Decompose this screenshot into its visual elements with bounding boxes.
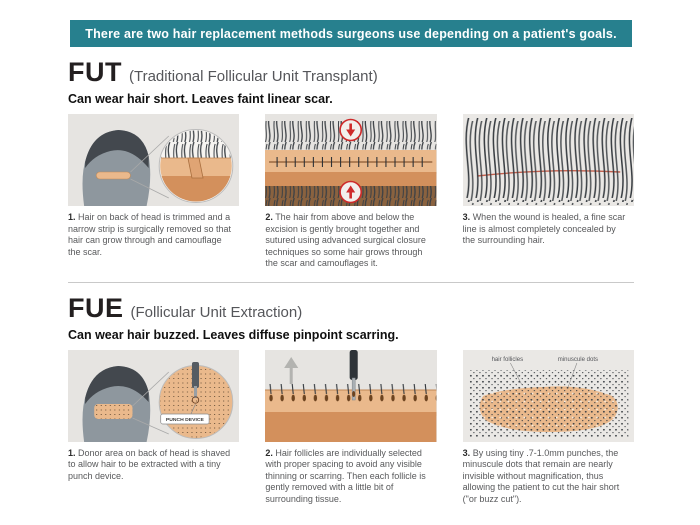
fue-step2-panel xyxy=(265,349,437,442)
hair-follicles-label: hair follicles xyxy=(491,357,523,363)
banner: There are two hair replacement methods s… xyxy=(70,20,632,47)
fue-section: FUE (Follicular Unit Extraction) Can wea… xyxy=(68,293,634,506)
fue-step1-caption: 1. Donor area on back of head is shaved … xyxy=(68,448,239,483)
fue-step3-column: hair follicles minuscule dots 3. By usin… xyxy=(462,349,634,506)
step-text: By using tiny .7-1.0mm punches, the minu… xyxy=(462,447,620,504)
fue-step3-caption: 3. By using tiny .7-1.0mm punches, the m… xyxy=(463,448,634,506)
fut-step1-column: 1. Hair on back of head is trimmed and a… xyxy=(68,114,240,270)
fue-step1-panel: PUNCH DEVICE xyxy=(68,349,240,442)
step-number: 1. xyxy=(68,447,76,458)
punch-device xyxy=(191,361,200,404)
punch-device-label-text: PUNCH DEVICE xyxy=(166,417,205,423)
fue-step3-illustration: hair follicles minuscule dots xyxy=(462,349,634,442)
fut-step1-panel xyxy=(68,114,240,206)
fue-step1-column: PUNCH DEVICE 1. Donor area on back of he… xyxy=(68,349,240,506)
fut-step1-illustration xyxy=(68,114,240,206)
step-number: 3. xyxy=(462,212,471,222)
fut-step2-caption: 2. The hair from above and below the exc… xyxy=(265,212,436,270)
fue-step2-caption: 2. Hair follicles are individually selec… xyxy=(265,448,436,506)
fut-step3-panel xyxy=(462,114,634,206)
fue-acronym: FUE xyxy=(68,292,124,323)
fut-heading: FUT (Traditional Follicular Unit Transpl… xyxy=(68,57,634,88)
fut-section: FUT (Traditional Follicular Unit Transpl… xyxy=(68,57,634,270)
sutures xyxy=(276,157,424,167)
extracted-follicle xyxy=(352,390,356,397)
step-text: Hair follicles are individually selected… xyxy=(265,447,426,504)
fue-step3-panel: hair follicles minuscule dots xyxy=(462,349,634,442)
red-arrow-down-icon xyxy=(339,118,363,142)
fut-step1-caption: 1. Hair on back of head is trimmed and a… xyxy=(68,212,239,258)
fue-grid: PUNCH DEVICE 1. Donor area on back of he… xyxy=(68,349,634,506)
punch-device-label: PUNCH DEVICE xyxy=(160,403,210,424)
content: FUT (Traditional Follicular Unit Transpl… xyxy=(0,57,700,505)
punch-tool xyxy=(349,349,359,400)
fut-grid: 1. Hair on back of head is trimmed and a… xyxy=(68,114,634,270)
extraction-arrow-icon xyxy=(284,356,299,384)
step-number: 1. xyxy=(68,212,76,222)
head-hair xyxy=(85,365,149,404)
step-text: When the wound is healed, a fine scar li… xyxy=(462,212,626,246)
minuscule-dots-label: minuscule dots xyxy=(557,357,597,363)
fue-full-name: (Follicular Unit Extraction) xyxy=(130,303,303,321)
fue-heading: FUE (Follicular Unit Extraction) xyxy=(68,293,634,324)
step-number: 2. xyxy=(265,212,273,222)
fut-step2-panel xyxy=(265,114,437,206)
step-text: Donor area on back of head is shaved to … xyxy=(68,447,231,481)
fut-step3-caption: 3. When the wound is healed, a fine scar… xyxy=(463,212,634,247)
fut-step2-column: 2. The hair from above and below the exc… xyxy=(265,114,437,270)
strip-site xyxy=(95,171,131,180)
step-text: Hair on back of head is trimmed and a na… xyxy=(68,212,232,257)
head-hair xyxy=(85,130,149,168)
step-number: 2. xyxy=(265,447,273,458)
banner-text: There are two hair replacement methods s… xyxy=(85,26,617,41)
fue-tagline: Can wear hair buzzed. Leaves diffuse pin… xyxy=(68,327,399,342)
shaved-patch xyxy=(94,403,133,419)
fut-tagline: Can wear hair short. Leaves faint linear… xyxy=(68,92,333,106)
fue-step1-illustration: PUNCH DEVICE xyxy=(68,349,240,442)
fut-acronym: FUT xyxy=(68,57,122,87)
fut-full-name: (Traditional Follicular Unit Transplant) xyxy=(128,68,378,85)
section-divider xyxy=(68,281,634,283)
step-number: 3. xyxy=(462,447,471,458)
fue-step2-column: 2. Hair follicles are individually selec… xyxy=(265,349,437,506)
fue-step2-illustration xyxy=(265,349,437,442)
fut-step2-illustration xyxy=(265,114,437,206)
step-text: The hair from above and below the excisi… xyxy=(265,212,426,269)
fut-step3-illustration xyxy=(462,114,634,206)
red-arrow-up-icon xyxy=(339,180,363,204)
fut-step3-column: 3. When the wound is healed, a fine scar… xyxy=(462,114,634,270)
